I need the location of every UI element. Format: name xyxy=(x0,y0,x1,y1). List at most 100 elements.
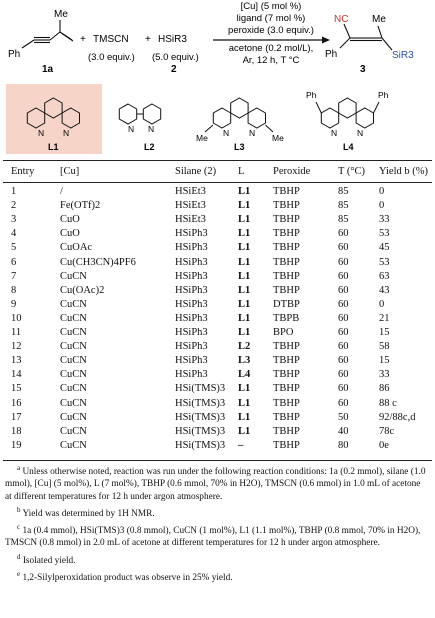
cell-cu: CuCN xyxy=(60,327,87,338)
cell-yield: 53 xyxy=(379,256,390,268)
header-peroxide: Peroxide xyxy=(273,166,311,177)
product-nc: NC xyxy=(334,14,348,25)
product-3-structure xyxy=(339,23,393,51)
cell-peroxide: TBHP xyxy=(273,355,300,367)
ligand-panel: N N L1 N N L2 N N Me Me L3 Ph Ph N N L4 xyxy=(6,84,389,154)
cell-silane: HSiPh3 xyxy=(175,228,208,240)
cell-entry: 19 xyxy=(11,439,22,451)
cell-t: 60 xyxy=(338,397,349,409)
cell-t: 40 xyxy=(338,425,349,437)
cell-silane: HSi(TMS)3 xyxy=(175,383,226,395)
table-bottom-rule xyxy=(3,460,432,461)
cell-l: L1 xyxy=(238,397,251,409)
ligand-l2-structure: N N xyxy=(118,103,162,134)
ligand-l1-highlight xyxy=(6,84,102,154)
ligand-l2-label: L2 xyxy=(144,142,155,152)
cell-silane: HSiPh3 xyxy=(175,298,208,310)
substrate-me: Me xyxy=(54,9,68,20)
substrate-label: 1a xyxy=(42,64,54,75)
cell-peroxide: TBHP xyxy=(273,242,300,254)
condition-2: ligand (7 mol %) xyxy=(237,13,306,24)
cell-yield: 58 xyxy=(379,341,390,353)
product-label: 3 xyxy=(360,64,366,75)
cell-peroxide: TBHP xyxy=(273,256,300,268)
cell-l: L4 xyxy=(238,369,251,381)
cell-peroxide: TBHP xyxy=(273,439,300,451)
cell-entry: 2 xyxy=(11,200,17,212)
ligand-l3-label: L3 xyxy=(234,142,245,152)
cell-l: L1 xyxy=(238,242,251,254)
header-entry: Entry xyxy=(11,166,35,177)
cell-cu: CuCN xyxy=(60,369,87,381)
cell-peroxide: TBHP xyxy=(273,270,300,282)
product-ph: Ph xyxy=(325,49,337,60)
cell-peroxide: TBHP xyxy=(273,214,300,226)
reagent-silane: HSiR3 xyxy=(158,34,187,45)
ligand-l4-ph-left: Ph xyxy=(306,90,317,100)
cell-peroxide: DTBP xyxy=(273,298,300,310)
cell-cu: CuCN xyxy=(60,425,87,437)
cell-t: 60 xyxy=(338,256,349,268)
cell-l: L1 xyxy=(238,270,251,282)
cell-yield: 78c xyxy=(379,425,395,437)
cell-silane: HSiEt3 xyxy=(175,200,206,212)
cell-t: 60 xyxy=(338,298,349,310)
cell-yield: 33 xyxy=(379,369,390,381)
cell-t: 85 xyxy=(338,200,349,212)
table-top-rule xyxy=(3,160,432,161)
cell-entry: 1 xyxy=(11,186,17,197)
substrate-1a-structure xyxy=(21,20,74,49)
cell-peroxide: TBHP xyxy=(273,369,300,381)
cell-silane: HSiPh3 xyxy=(175,242,208,254)
cell-silane: HSi(TMS)3 xyxy=(175,439,226,451)
cell-cu: CuCN xyxy=(60,411,87,423)
cell-entry: 9 xyxy=(11,298,17,310)
cell-l: L1 xyxy=(238,298,251,310)
cell-l: L1 xyxy=(238,256,251,268)
cell-entry: 16 xyxy=(11,397,22,409)
cell-yield: 0 xyxy=(379,186,385,197)
cell-peroxide: TBHP xyxy=(273,411,300,423)
cell-entry: 14 xyxy=(11,369,22,381)
cell-yield: 15 xyxy=(379,327,390,338)
cell-t: 60 xyxy=(338,369,349,381)
cell-cu: CuO xyxy=(60,214,80,226)
cell-entry: 13 xyxy=(11,355,22,367)
cell-l: L1 xyxy=(238,228,251,240)
ligand-l4-structure: Ph Ph N N xyxy=(306,90,389,138)
cell-yield: 33 xyxy=(379,214,390,226)
cell-entry: 4 xyxy=(11,228,17,240)
cell-l: L1 xyxy=(238,327,251,338)
cell-l: – xyxy=(238,439,244,451)
cell-l: L2 xyxy=(238,341,251,353)
ligand-l2-n-left: N xyxy=(128,124,134,134)
cell-silane: HSiPh3 xyxy=(175,312,208,324)
footnote-e: e 1,2-Silylperoxidation product was obse… xyxy=(17,569,233,583)
cell-t: 60 xyxy=(338,383,349,395)
cell-entry: 15 xyxy=(11,383,22,395)
cell-t: 60 xyxy=(338,242,349,254)
cell-peroxide: TBHP xyxy=(273,341,300,353)
cell-cu: CuO xyxy=(60,228,80,240)
cell-silane: HSiPh3 xyxy=(175,284,208,296)
cell-entry: 10 xyxy=(11,312,22,324)
reagent-silane-label: 2 xyxy=(171,64,177,75)
cell-peroxide: TBHP xyxy=(273,383,300,395)
ligand-l1-n-right: N xyxy=(63,128,69,138)
cell-entry: 11 xyxy=(11,327,22,338)
cell-t: 60 xyxy=(338,341,349,353)
cell-yield: 92/88c,d xyxy=(379,411,416,423)
header-l: L xyxy=(238,166,245,177)
cell-yield: 88 c xyxy=(379,397,397,409)
